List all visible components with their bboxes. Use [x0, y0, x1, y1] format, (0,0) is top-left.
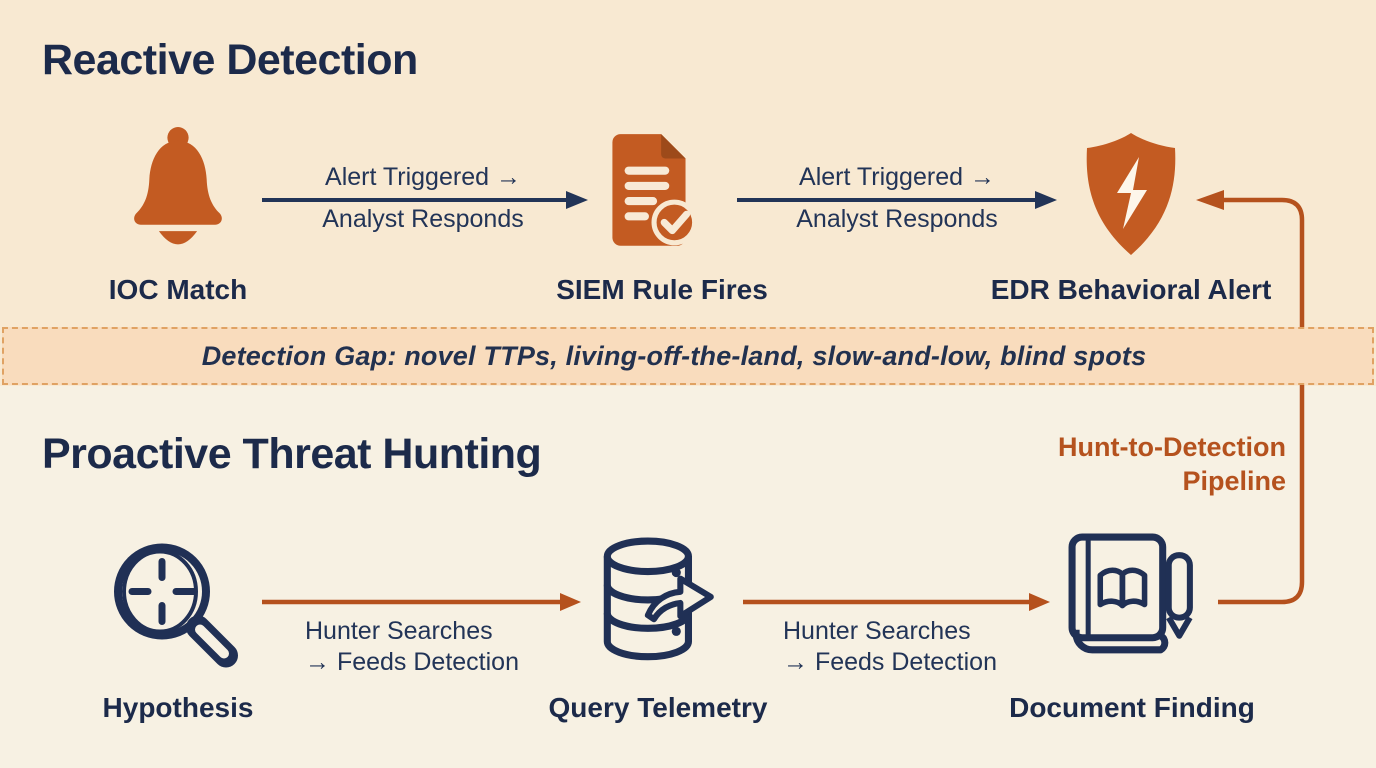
reactive-arrow-1	[262, 191, 588, 209]
reactive-heading: Reactive Detection	[42, 36, 418, 84]
node-label-document-finding: Document Finding	[1009, 692, 1255, 723]
arrow-label-bottom-2: Analyst Responds	[796, 205, 998, 233]
proactive-arrow-2	[743, 593, 1050, 611]
detection-gap-band: Detection Gap: novel TTPs, living-off-th…	[2, 327, 1374, 385]
arrow-label-bottom-1: Analyst Responds	[322, 205, 524, 233]
book-pen-icon	[1068, 533, 1193, 654]
arrow-label-top-2: Alert Triggered →	[799, 163, 995, 191]
proactive-arrow-1	[262, 593, 581, 611]
reactive-arrow-2	[737, 191, 1057, 209]
document-check-icon	[612, 134, 698, 246]
pipeline-label: Hunt-to-Detection Pipeline	[1058, 432, 1286, 496]
hunt-label-1-line2: → Feeds Detection	[305, 648, 519, 676]
shield-bolt-icon	[1086, 133, 1176, 255]
proactive-heading: Proactive Threat Hunting	[42, 430, 542, 478]
node-label-siem: SIEM Rule Fires	[556, 274, 768, 305]
hunt-label-2-line2: → Feeds Detection	[783, 648, 997, 676]
node-label-ioc-match: IOC Match	[108, 274, 248, 305]
hunt-label-2: Hunter Searches → Feeds Detection	[783, 616, 997, 678]
hunt-to-detection-pipeline-arrow	[1196, 190, 1305, 605]
detection-gap-text: Detection Gap: novel TTPs, living-off-th…	[201, 340, 1147, 371]
bell-icon	[134, 127, 222, 245]
node-label-query-telemetry: Query Telemetry	[548, 692, 768, 723]
hunt-label-2-line1: Hunter Searches	[783, 617, 971, 645]
hunt-label-1: Hunter Searches → Feeds Detection	[305, 616, 519, 678]
node-label-hypothesis: Hypothesis	[102, 692, 254, 723]
magnifier-crosshair-icon	[114, 543, 238, 668]
database-export-icon	[603, 537, 714, 661]
hunt-label-1-line1: Hunter Searches	[305, 617, 493, 645]
arrow-label-top-1: Alert Triggered →	[325, 163, 521, 191]
node-label-edr: EDR Behavioral Alert	[990, 274, 1272, 305]
